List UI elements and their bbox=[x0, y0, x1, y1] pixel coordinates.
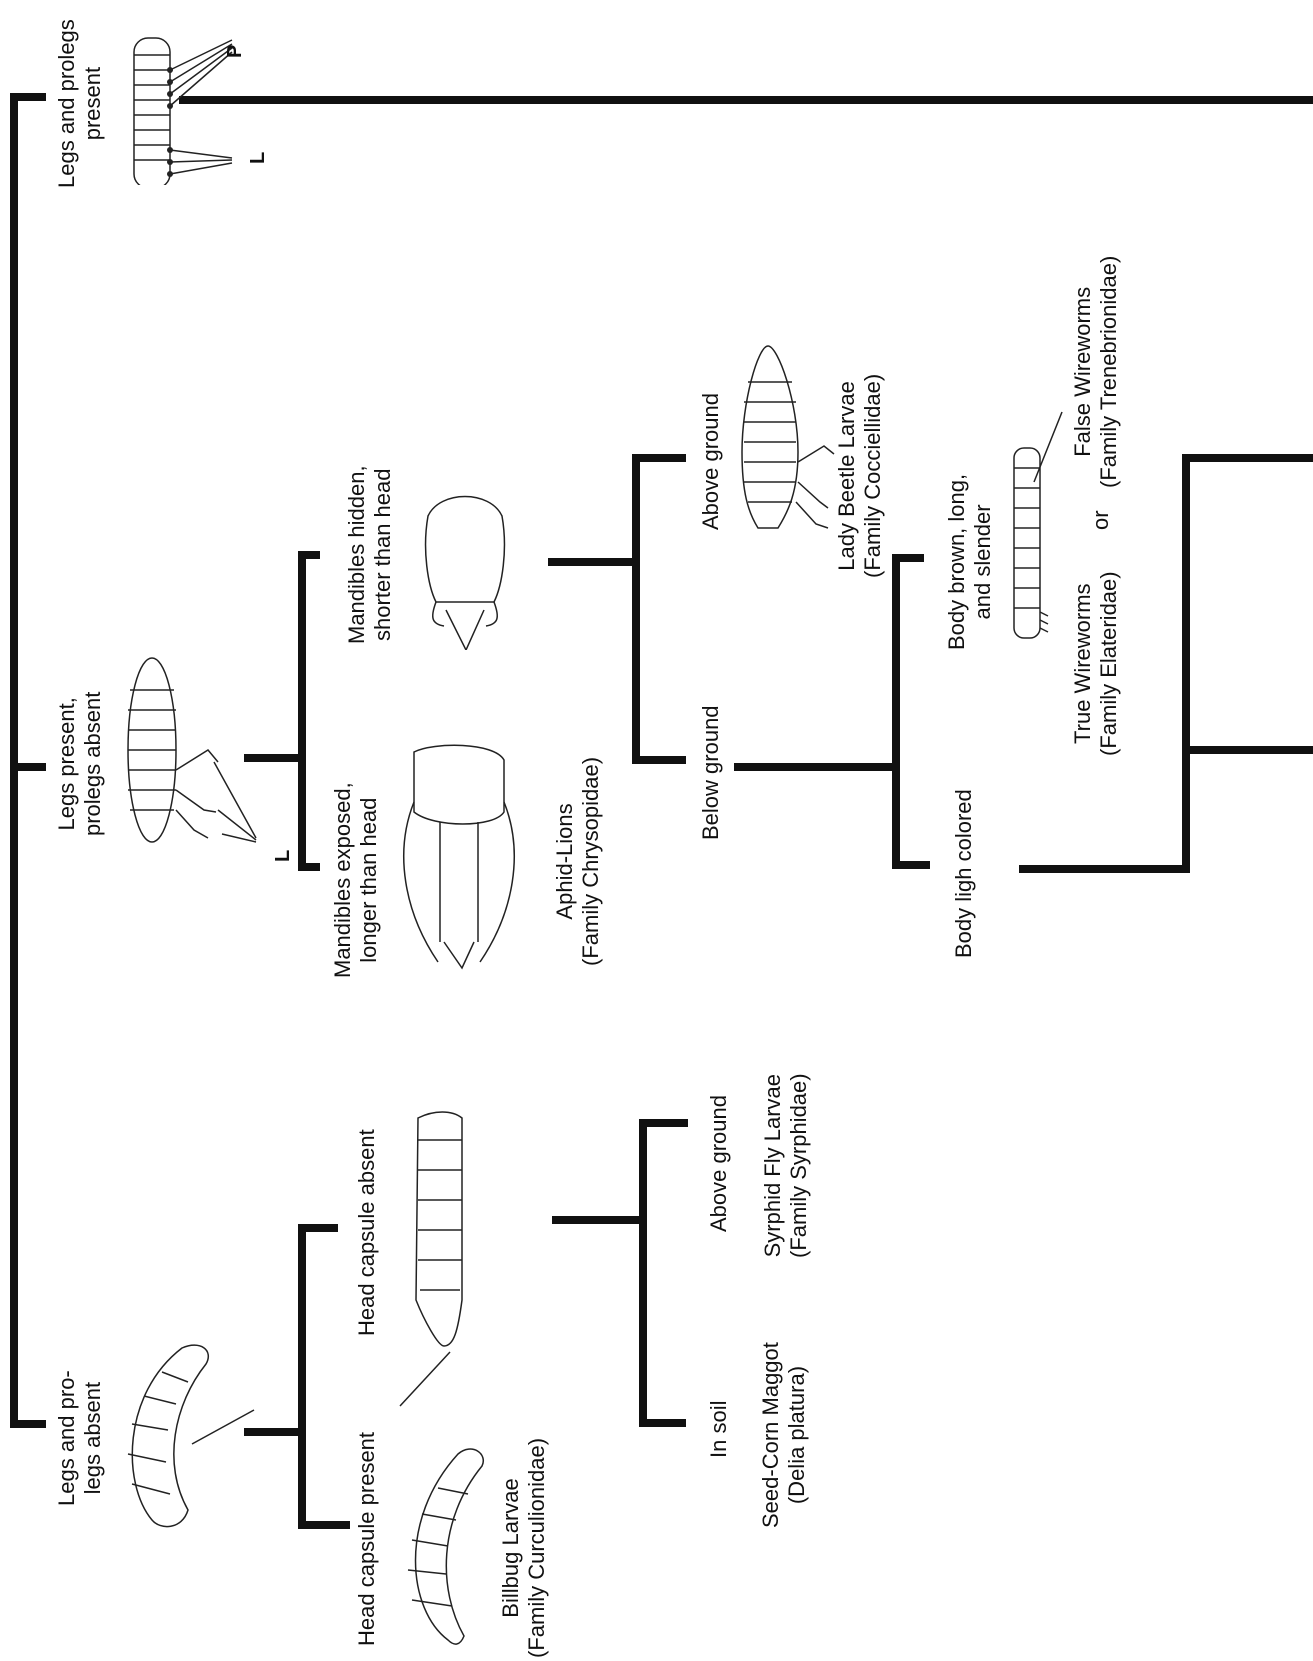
node-above-ground-1: Above ground bbox=[698, 393, 723, 530]
lady-beetle-larva-icon bbox=[741, 345, 835, 529]
or-label: or bbox=[1088, 510, 1113, 530]
letter-l-legs-top: L bbox=[247, 151, 269, 164]
letter-l-legs-middle: L bbox=[272, 849, 294, 862]
aphid-lion-larva-icon bbox=[127, 657, 257, 843]
taxon-seed-corn-maggot: Seed-Corn Maggot (Delia platura) bbox=[758, 1342, 809, 1528]
node-head-capsule-present: Head capsule present bbox=[354, 1431, 379, 1646]
node-above-ground-2: Above ground bbox=[706, 1095, 731, 1232]
taxon-syrphid: Syrphid Fly Larvae (Family Syrphidae) bbox=[760, 1073, 811, 1258]
aphid-lion-head-icon bbox=[403, 744, 515, 970]
caterpillar-larva-icon bbox=[133, 37, 233, 185]
maggot-larva-icon bbox=[399, 1111, 463, 1407]
node-body-light: Body ligh colored bbox=[951, 789, 976, 958]
node-legs-prolegs-absent: Legs and pro- legs absent bbox=[54, 1370, 105, 1506]
node-head-capsule-absent: Head capsule absent bbox=[354, 1129, 379, 1336]
node-mandibles-hidden: Mandibles hidden, shorter than head bbox=[344, 465, 395, 644]
node-mandibles-exposed: Mandibles exposed, longer than head bbox=[330, 782, 381, 978]
grub-larva-icon bbox=[127, 1344, 255, 1528]
wireworm-larva-icon bbox=[1013, 411, 1063, 639]
taxon-aphid-lions: Aphid-Lions (Family Chrysopidae) bbox=[552, 756, 603, 966]
taxon-true-wireworms: True Wireworms (Family Elateridae) bbox=[1070, 571, 1121, 756]
node-in-soil: In soil bbox=[706, 1400, 731, 1458]
taxon-false-wireworms: False Wireworms (Family Trenebrionidae) bbox=[1070, 255, 1121, 488]
taxon-lady-beetle: Lady Beetle Larvae (Family Cocciellidae) bbox=[834, 373, 885, 578]
node-legs-present-prolegs-absent: Legs present, prolegs absent bbox=[54, 691, 105, 836]
billbug-larva-icon bbox=[407, 1448, 485, 1645]
node-body-brown: Body brown, long, and slender bbox=[944, 473, 995, 650]
lady-beetle-head-icon bbox=[424, 495, 506, 650]
taxon-billbug: Billbug Larvae (Family Curculionidae) bbox=[498, 1437, 549, 1658]
letter-p-prolegs: P bbox=[224, 44, 246, 58]
node-below-ground: Below ground bbox=[698, 705, 723, 840]
node-legs-prolegs-present: Legs and prolegs present bbox=[54, 19, 105, 188]
